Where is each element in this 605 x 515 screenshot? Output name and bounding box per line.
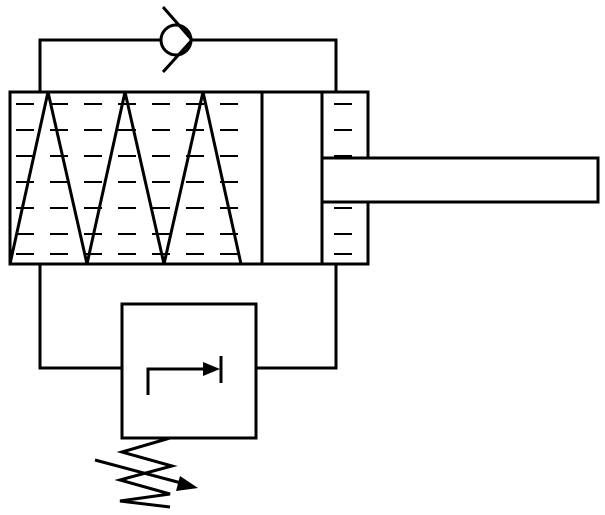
bypass-line-top bbox=[38, 38, 338, 92]
compression-spring bbox=[8, 91, 243, 265]
adjustable-spring-arrow-shaft bbox=[94, 458, 186, 486]
check-valve-ball bbox=[159, 23, 193, 57]
check-valve-seat bbox=[161, 6, 195, 74]
relief-valve-arrowhead bbox=[203, 362, 220, 376]
relief-valve-flow-path bbox=[146, 367, 212, 395]
adjustable-spring-arrowhead bbox=[176, 476, 198, 491]
check-valve bbox=[159, 6, 195, 74]
relief-valve-body bbox=[120, 302, 258, 440]
adjustable-spring-coil bbox=[114, 436, 178, 509]
relief-line-bottom bbox=[38, 264, 338, 370]
relief-valve bbox=[120, 302, 258, 440]
adjustable-spring bbox=[94, 436, 198, 509]
piston bbox=[260, 90, 324, 266]
piston-rod bbox=[320, 156, 600, 204]
cylinder-body bbox=[8, 90, 370, 266]
